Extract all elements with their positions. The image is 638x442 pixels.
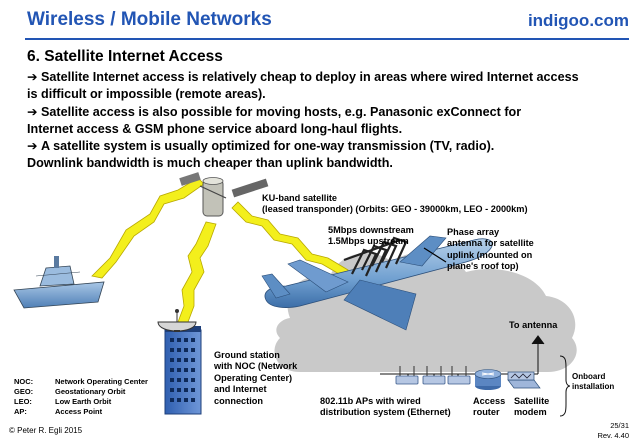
bullet-item: ➔Satellite access is also possible for m… — [27, 104, 627, 121]
satellite-icon — [179, 172, 269, 217]
phase-array-antenna-icon — [343, 236, 408, 277]
brand-logo: indigoo.com — [527, 11, 629, 30]
bullet-continuation: Internet access & GSM phone service aboa… — [27, 121, 403, 136]
arrow-right-icon: ➔ — [27, 139, 38, 154]
satellite-dish-icon — [157, 309, 197, 332]
header-divider — [25, 38, 629, 40]
abbreviation-legend: NOC:Network Operating Center GEO:Geostat… — [14, 377, 148, 417]
page-info: 25/31 Rev. 4.40 — [597, 421, 629, 441]
wired-distribution-label: 802.11b APs with wired distribution syst… — [320, 396, 451, 418]
bullet-list: ➔Satellite Internet access is relatively… — [27, 69, 627, 173]
lightning-ground-icon — [177, 221, 217, 323]
bullet-item: ➔Satellite Internet access is relatively… — [27, 69, 627, 86]
building-windows — [170, 338, 195, 402]
lightning-plane-icon — [231, 201, 349, 279]
legend-row: GEO:Geostationary Orbit — [14, 387, 126, 396]
ground-station-label: Ground station with NOC (Network Operati… — [214, 350, 298, 406]
bullet-item: ➔A satellite system is usually optimized… — [27, 138, 627, 155]
arrow-right-icon: ➔ — [27, 70, 38, 84]
to-antenna-label: To antenna — [509, 320, 558, 330]
section-title: 6. Satellite Internet Access — [27, 48, 223, 65]
arrow-right-icon: ➔ — [27, 104, 38, 119]
legend-row: LEO:Low Earth Orbit — [14, 397, 112, 406]
access-point-icon — [395, 366, 419, 385]
access-point-icon — [447, 366, 471, 385]
revision: Rev. 4.40 — [597, 431, 629, 440]
onboard-installation-label: Onboard installation — [572, 372, 615, 391]
satellite-modem-label: Satellite modem — [514, 396, 550, 418]
lightning-ship-icon — [91, 177, 205, 279]
page-number: 25/31 — [610, 421, 629, 430]
satellite-modem-icon — [507, 371, 541, 389]
page-title: Wireless / Mobile Networks — [27, 9, 272, 30]
onboard-bracket — [559, 355, 571, 417]
access-point-icon — [422, 366, 446, 385]
bullet-continuation: Downlink bandwidth is much cheaper than … — [27, 156, 393, 171]
access-router-label: Access router — [473, 396, 506, 418]
phase-array-pointer — [423, 247, 447, 263]
phase-array-label: Phase array antenna for satellite uplink… — [447, 227, 534, 272]
legend-row: AP:Access Point — [14, 407, 103, 416]
legend-row: NOC:Network Operating Center — [14, 377, 148, 386]
satellite-label: KU-band satellite (leased transponder) (… — [262, 193, 528, 215]
ship-icon — [13, 256, 105, 309]
copyright-notice: © Peter R. Egli 2015 — [9, 426, 83, 435]
access-router-icon — [474, 369, 502, 390]
bullet-continuation: is difficult or impossible (remote areas… — [27, 87, 266, 102]
bandwidth-label: 5Mbps downstream 1.5Mbps upstream — [328, 225, 414, 247]
